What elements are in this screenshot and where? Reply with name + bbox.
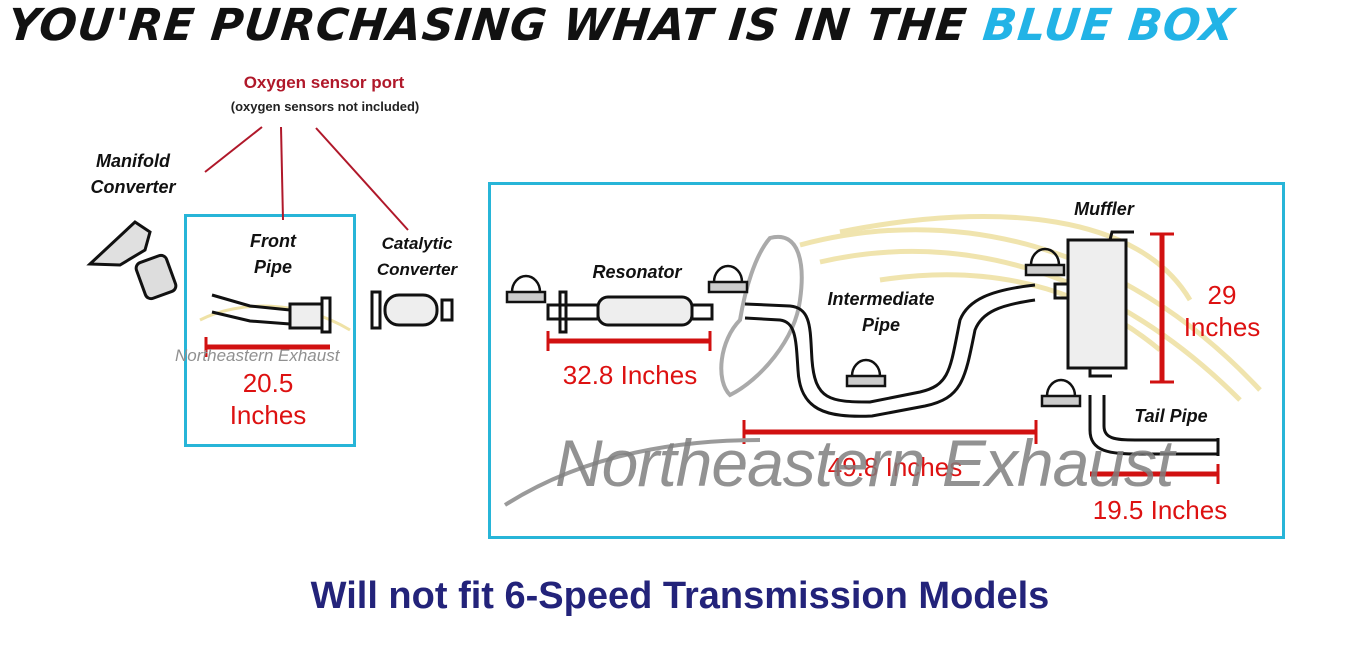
watermark-small: Northeastern Exhaust — [175, 346, 340, 365]
resonator-label: Resonator — [592, 262, 682, 282]
clamp-icon-4 — [1024, 247, 1066, 277]
watermark-underline-swoosh — [503, 438, 761, 507]
front-pipe-measurement: 20.5 Inches — [229, 368, 307, 430]
tail-pipe-label: Tail Pipe — [1134, 406, 1208, 426]
clamp-icon-3 — [845, 358, 887, 388]
resonator-measurement: 32.8 Inches — [562, 360, 698, 390]
measurement-lines — [204, 232, 1220, 484]
catalytic-converter-part — [370, 290, 454, 330]
resonator-part — [546, 290, 714, 334]
sensor-lines — [204, 126, 409, 231]
catalytic-converter-label: Catalytic Converter — [376, 234, 458, 279]
tail-pipe-measurement: 19.5 Inches — [1092, 495, 1228, 525]
manifold-converter-part — [86, 220, 178, 301]
front-pipe-part — [211, 293, 332, 334]
oxygen-sensor-note: (oxygen sensors not included) — [230, 99, 420, 114]
muffler-label: Muffler — [1074, 199, 1134, 219]
watermark-horse-head — [719, 234, 804, 398]
front-pipe-box — [184, 214, 356, 447]
muffler-measurement: 29 Inches — [1183, 280, 1261, 342]
manifold-converter-label: Manifold Converter — [90, 151, 176, 197]
muffler-part — [1053, 230, 1134, 378]
clamp-icon-5 — [1040, 378, 1082, 408]
watermark-large: Northeastern Exhaust — [555, 426, 1174, 500]
main-system-box — [488, 182, 1285, 539]
intermediate-pipe-part — [744, 283, 1036, 418]
tail-pipe-part — [1088, 395, 1220, 456]
fitment-warning: Will not fit 6-Speed Transmission Models — [310, 575, 1050, 617]
clamp-icons — [505, 247, 1082, 408]
intermediate-pipe-label: Intermediate Pipe — [827, 289, 935, 335]
oxygen-sensor-title: Oxygen sensor port — [243, 73, 405, 92]
clamp-icon-2 — [707, 264, 749, 294]
clamp-icon-1 — [505, 274, 547, 304]
intermediate-measurement: 49.8 Inches — [827, 452, 963, 482]
front-pipe-label: Front Pipe — [250, 231, 296, 277]
